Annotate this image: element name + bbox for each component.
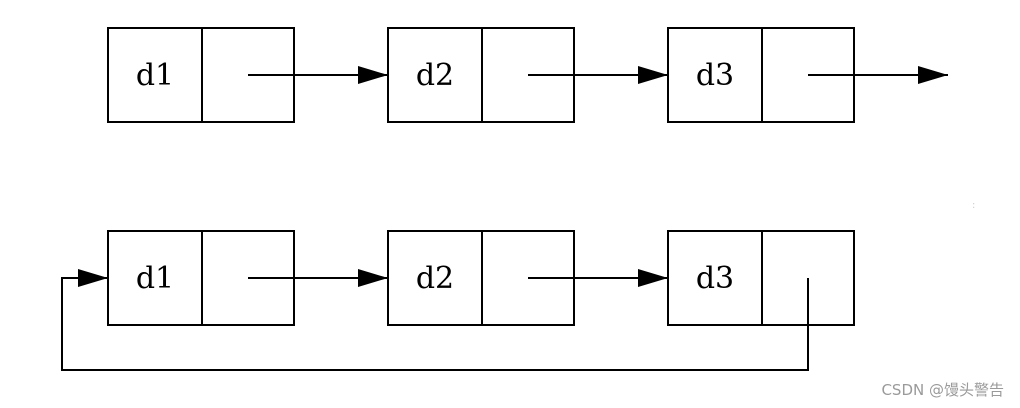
linear-node-3: d3	[667, 27, 855, 123]
linear-list: d1 d2 d3	[107, 27, 948, 123]
circular-node-3: d3	[667, 230, 855, 326]
node-data-label: d1	[136, 58, 174, 93]
stray-mark: :	[972, 200, 975, 211]
node-data-label: d3	[696, 261, 734, 296]
node-data-label: d2	[416, 58, 454, 93]
circular-list: d1 d2 d3	[61, 230, 855, 371]
node-data-label: d3	[696, 58, 734, 93]
circular-return-arrow	[61, 269, 809, 371]
watermark: CSDN @馒头警告	[881, 381, 1004, 399]
circular-node-2: d2	[387, 230, 575, 326]
node-data-label: d2	[416, 261, 454, 296]
linear-node-1: d1	[107, 27, 295, 123]
node-data-label: d1	[136, 261, 174, 296]
